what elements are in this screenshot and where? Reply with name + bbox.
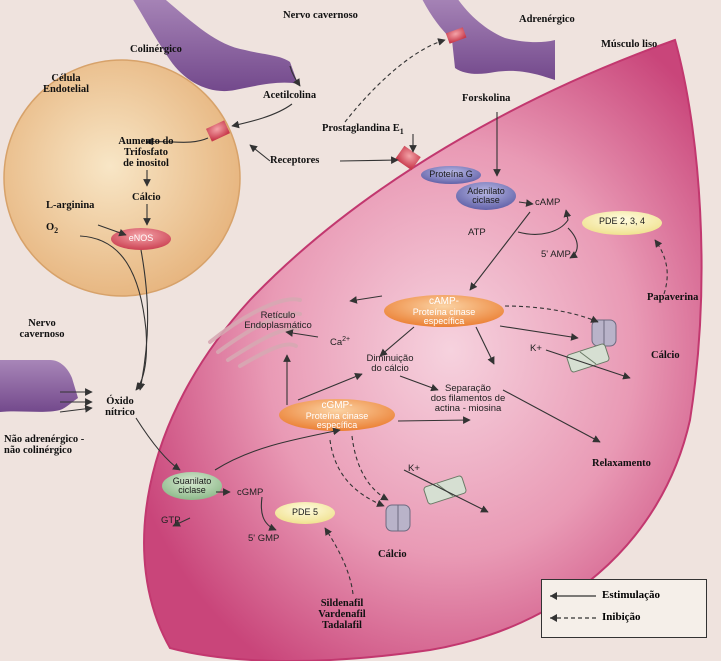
- label-forskolina: Forskolina: [462, 93, 511, 104]
- label-k-plus-right: K+: [530, 343, 542, 354]
- endothelial-cell: [3, 59, 241, 297]
- label-enos: eNOS: [128, 233, 154, 243]
- label-5gmp: 5' GMP: [248, 533, 280, 544]
- label-separacao-filamentos: Separação dos filamentos de actina - mio…: [430, 383, 506, 414]
- label-papaverina: Papaverina: [647, 292, 699, 303]
- label-colinergico: Colinérgico: [130, 44, 182, 55]
- protein-g-pill: [421, 166, 481, 184]
- label-gtp: GTP: [161, 515, 181, 526]
- legend-stimulation: Estimulação: [542, 586, 706, 606]
- label-calcio-right: Cálcio: [651, 350, 680, 361]
- legend-inhibition: Inibição: [542, 608, 706, 628]
- label-ca2: Ca2+: [330, 336, 351, 349]
- label-proteina-g: Proteína G: [429, 169, 473, 179]
- label-calcio-endo: Cálcio: [132, 192, 161, 203]
- label-cgmp: cGMP: [237, 487, 264, 498]
- label-nervo-cavernoso-top: Nervo cavernoso: [283, 10, 358, 21]
- label-receptores: Receptores: [270, 155, 320, 166]
- receptor-endothelial: [205, 120, 231, 142]
- cgmp-kinase-pill: [279, 399, 395, 431]
- label-reticulo-endoplasmatico: Retículo Endoplasmático: [244, 310, 312, 331]
- pde5-pill: [275, 502, 335, 524]
- label-k-plus-bottom: K+: [408, 463, 420, 474]
- label-atp: ATP: [468, 227, 486, 238]
- cholinergic-nerve: [133, 0, 298, 92]
- adenylate-cyclase-pill: [456, 182, 516, 210]
- label-pde234: PDE 2, 3, 4: [598, 216, 646, 226]
- inhibition-arrows: [324, 38, 668, 595]
- calcium-channel-right: [591, 319, 617, 347]
- dashed-arrow-icon: [550, 614, 596, 622]
- guanylate-cyclase-pill: [162, 472, 222, 500]
- label-adrenergico: Adrenérgico: [519, 14, 575, 25]
- label-acetilcolina: Acetilcolina: [263, 90, 317, 101]
- legend-stimulation-label: Estimulação: [602, 589, 661, 601]
- label-nao-adrenergico: Não adrenérgico - não colinérgico: [4, 434, 85, 457]
- label-musculo-liso: Músculo liso: [601, 39, 658, 50]
- label-adenilato-ciclase: Adenilato ciclase: [467, 186, 505, 206]
- receptor-prostaglandin: [395, 145, 421, 171]
- label-calcio-bottom: Cálcio: [378, 549, 407, 560]
- legend-inhibition-label: Inibição: [602, 611, 641, 623]
- label-camp-kinase: cAMP- Proteína cinase específica: [412, 296, 476, 326]
- solid-arrow-icon: [550, 592, 596, 600]
- label-prostaglandina: Prostaglandina E1: [322, 123, 404, 137]
- stimulation-arrows: [59, 65, 631, 531]
- label-guanilato-ciclase: Guanilato ciclase: [172, 476, 212, 496]
- label-camp: cAMP: [535, 197, 561, 208]
- calcium-channel-bottom: [385, 504, 411, 532]
- adrenergic-nerve: [422, 0, 555, 80]
- receptor-adrenergic: [445, 27, 467, 44]
- label-relaxamento: Relaxamento: [592, 458, 651, 469]
- endoplasmic-reticulum: [208, 297, 302, 368]
- label-pde5: PDE 5: [291, 507, 318, 517]
- label-l-arginina: L-arginina: [46, 200, 95, 211]
- label-5amp: 5' AMP: [541, 249, 571, 260]
- label-diminuicao-calcio: Diminuição do cálcio: [366, 353, 414, 374]
- pde234-pill: [582, 211, 662, 235]
- label-o2: O2: [46, 222, 59, 236]
- camp-kinase-pill: [384, 295, 504, 327]
- label-cgmp-kinase: cGMP- Proteína cinase específica: [305, 400, 369, 430]
- label-aumento-trifosfato: Aumento do Trifosfato de inositol: [118, 136, 174, 170]
- nanc-nerve: [0, 360, 78, 412]
- label-oxido-nitrico: Óxido nítrico: [105, 396, 135, 419]
- label-nervo-cavernoso-left: Nervo cavernoso: [19, 318, 65, 341]
- label-pde5-inhibitors: Sildenafil Vardenafil Tadalafil: [318, 598, 366, 632]
- legend: Estimulação Inibição: [541, 579, 707, 638]
- potassium-channel-right: [566, 343, 610, 373]
- label-celula-endotelial: Célula Endotelial: [42, 73, 90, 96]
